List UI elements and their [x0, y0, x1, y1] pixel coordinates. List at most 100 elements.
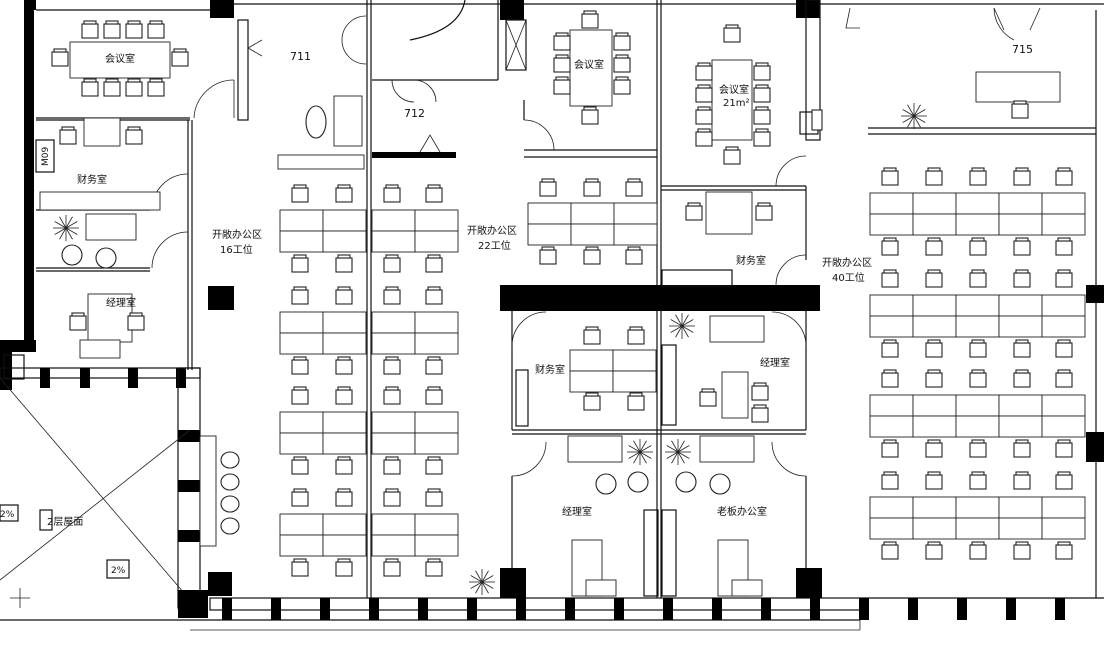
- chair: [52, 52, 68, 66]
- chair: [882, 373, 898, 387]
- chair: [970, 171, 986, 185]
- chair-back: [1058, 440, 1070, 443]
- desk: [913, 316, 956, 337]
- chair-back: [84, 79, 96, 82]
- chair: [970, 545, 986, 559]
- column: [320, 598, 330, 620]
- chair: [1056, 475, 1072, 489]
- chair-back: [1058, 542, 1070, 545]
- manager-room-label: 经理室: [760, 356, 790, 369]
- chair: [1014, 443, 1030, 457]
- wall: [0, 340, 12, 390]
- column: [712, 598, 722, 620]
- desk: [570, 350, 613, 371]
- cabinet: [662, 270, 732, 286]
- desk: [999, 214, 1042, 235]
- open-office-label: 开敞办公区: [467, 224, 517, 237]
- chair-back: [338, 185, 350, 188]
- desk: [323, 210, 366, 231]
- desk: [323, 514, 366, 535]
- chair-back: [130, 313, 142, 316]
- chair-back: [556, 55, 568, 58]
- chair: [384, 258, 400, 272]
- chair-back: [1016, 238, 1028, 241]
- finance-room-label: 财务室: [736, 254, 766, 267]
- chair-back: [428, 559, 440, 562]
- chair-back: [386, 457, 398, 460]
- chair-back: [1014, 101, 1026, 104]
- chair: [1012, 104, 1028, 118]
- chair-back: [1016, 270, 1028, 273]
- chair: [554, 36, 570, 50]
- chair: [1014, 273, 1030, 287]
- chair: [700, 392, 716, 406]
- desk: [956, 416, 999, 437]
- water-dispenser: [812, 110, 822, 130]
- meeting-room-label: 会议室: [105, 52, 135, 65]
- desk: [613, 371, 656, 392]
- chair: [96, 248, 116, 268]
- desk: [372, 333, 415, 354]
- open-office-seats: 16工位: [220, 243, 253, 256]
- chair: [426, 360, 442, 374]
- chair: [126, 130, 142, 144]
- open-office-label: 开敞办公区: [822, 256, 872, 269]
- chair: [584, 396, 600, 410]
- chair-back: [586, 327, 598, 330]
- chair: [292, 492, 308, 506]
- chair-back: [338, 287, 350, 290]
- chair-back: [1058, 472, 1070, 475]
- chair: [336, 290, 352, 304]
- desk: [870, 497, 913, 518]
- chair-back: [338, 357, 350, 360]
- door-swing: [512, 442, 546, 476]
- chair: [614, 36, 630, 50]
- chair-back: [972, 168, 984, 171]
- chair-back: [294, 287, 306, 290]
- chair-back: [630, 327, 642, 330]
- door-code-label: M09: [41, 147, 51, 166]
- meeting-room-label: 会议室: [719, 83, 749, 96]
- desk: [415, 412, 458, 433]
- column: [40, 368, 50, 388]
- finance-room-label: 财务室: [535, 363, 565, 376]
- chair-back: [756, 129, 768, 132]
- desk: [913, 416, 956, 437]
- chair-back: [928, 238, 940, 241]
- reception-desk: [976, 72, 1060, 102]
- chair-back: [338, 457, 350, 460]
- stair-curve: [410, 0, 465, 40]
- door-swing: [772, 442, 806, 476]
- column: [500, 0, 524, 20]
- chair: [696, 66, 712, 80]
- desk: [86, 214, 136, 240]
- door-swing: [994, 8, 1040, 40]
- column: [1055, 598, 1065, 620]
- chair: [148, 82, 164, 96]
- chair: [336, 460, 352, 474]
- chair-back: [628, 179, 640, 182]
- stool: [221, 452, 239, 468]
- chair: [710, 474, 730, 494]
- desk: [999, 316, 1042, 337]
- chair: [336, 360, 352, 374]
- open-office-seats: 22工位: [478, 239, 511, 252]
- chair: [754, 88, 770, 102]
- desk: [280, 535, 323, 556]
- column: [271, 598, 281, 620]
- chair-back: [884, 340, 896, 343]
- open-office-label: 开敞办公区: [212, 228, 262, 241]
- column: [810, 598, 820, 620]
- column: [565, 598, 575, 620]
- desk: [280, 433, 323, 454]
- desk: [280, 333, 323, 354]
- chair-back: [628, 247, 640, 250]
- chair: [1056, 273, 1072, 287]
- chair: [336, 390, 352, 404]
- wall: [24, 0, 34, 340]
- desk: [956, 395, 999, 416]
- column: [369, 598, 379, 620]
- chair-back: [128, 79, 140, 82]
- chair: [926, 443, 942, 457]
- chair: [128, 316, 144, 330]
